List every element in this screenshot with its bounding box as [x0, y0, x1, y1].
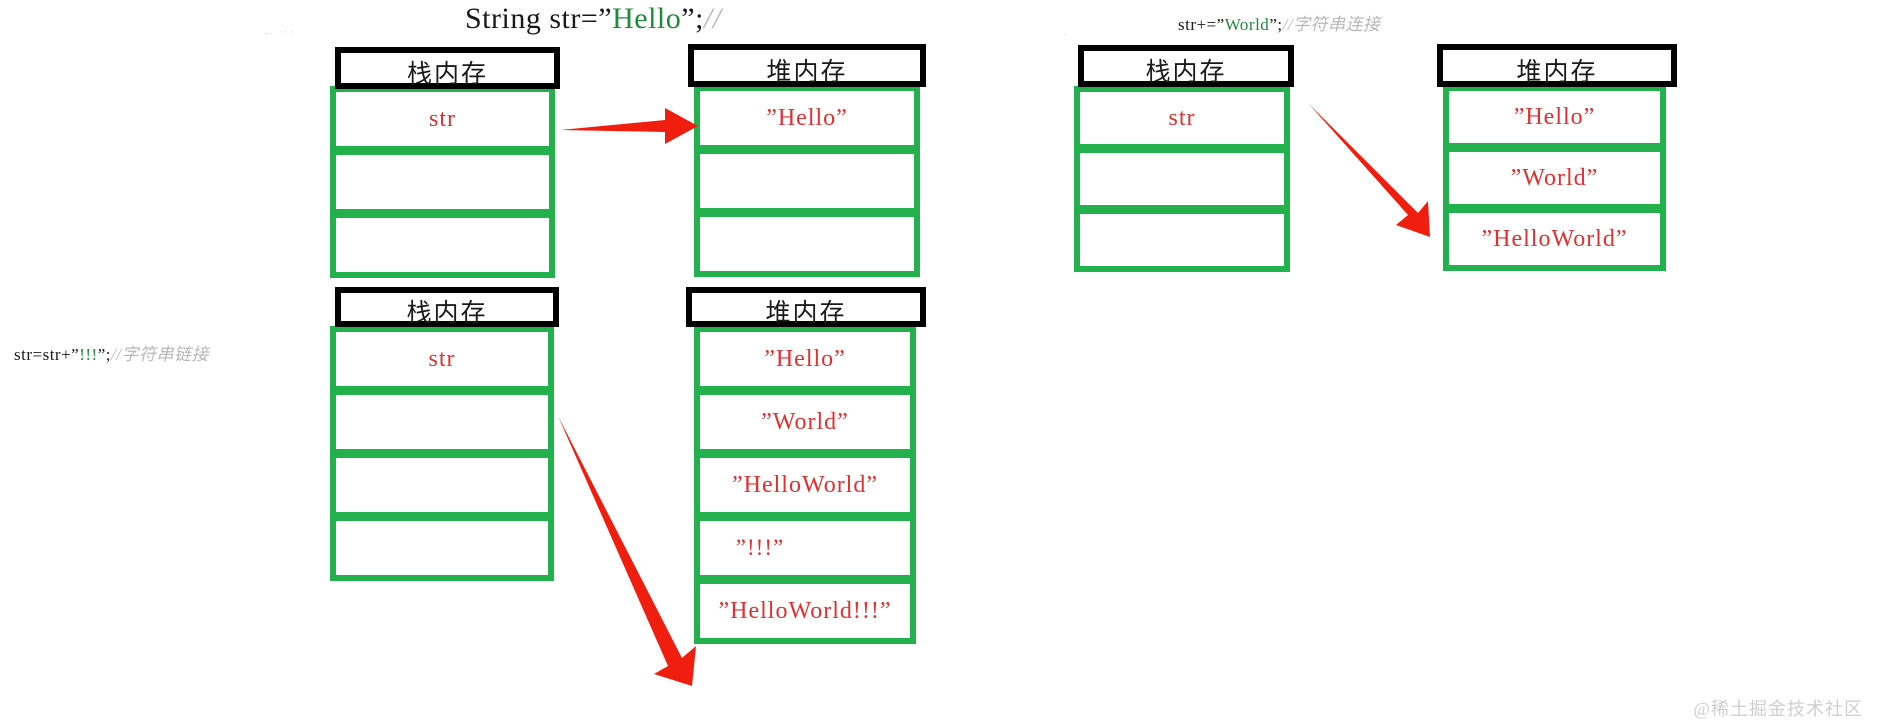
concat-comment: //字符串链接 — [111, 345, 209, 364]
code-label-append: str+=”World”;//字符串连接 — [1178, 10, 1381, 35]
stack-cell — [1074, 208, 1290, 272]
heap-cells-step3: ”Hello” ”World” ”HelloWorld” ”!!!” ”Hell… — [694, 326, 916, 644]
heap-cell — [694, 148, 920, 214]
concat-literal: !!! — [79, 345, 98, 364]
heap-header-step3: 堆内存 — [686, 287, 926, 327]
heap-cell: ”Hello” — [1443, 85, 1666, 149]
append-suffix: ”; — [1269, 15, 1283, 34]
heap-header-label: 堆内存 — [766, 58, 848, 86]
stack-header-label: 栈内存 — [406, 300, 488, 327]
heap-cell-value: ”Hello” — [764, 345, 846, 372]
append-comment: //字符串连接 — [1282, 15, 1381, 34]
heap-header-label: 堆内存 — [765, 300, 847, 327]
stack-cell-value: str — [428, 345, 456, 372]
heap-cell-value: ”World” — [761, 408, 849, 435]
heap-cell-value: ”Hello” — [1513, 103, 1596, 130]
arrow-step1-stack-to-heap — [560, 108, 698, 144]
stack-cells-step2: str — [1074, 86, 1290, 272]
heap-cell-value: ”World” — [1510, 164, 1599, 191]
stray-pencil-artifact: ← ·· · — [262, 24, 295, 39]
heap-cell: ”Hello” — [694, 326, 916, 392]
heap-cell: ”World” — [1443, 146, 1666, 210]
stack-cell-value: str — [1168, 104, 1196, 131]
arrow-step2-stack-to-heap — [1308, 103, 1430, 237]
stack-header-step3: 栈内存 — [335, 287, 559, 327]
stack-cell — [330, 212, 555, 278]
concat-suffix: ”; — [97, 345, 111, 364]
decl-suffix: ”; — [681, 2, 704, 35]
heap-cell: ”HelloWorld” — [694, 452, 916, 518]
stack-cell: str — [330, 86, 555, 152]
heap-cell — [694, 211, 920, 277]
heap-header-step2: 堆内存 — [1437, 44, 1677, 87]
arrow-step3-stack-to-heap — [558, 416, 696, 686]
stack-cell — [330, 452, 554, 518]
heap-cells-step1: ”Hello” — [694, 85, 920, 277]
stack-cell-value: str — [429, 105, 456, 132]
watermark: @稀土掘金技术社区 — [1693, 699, 1863, 719]
stack-cell — [330, 389, 554, 455]
heap-cells-step2: ”Hello” ”World” ”HelloWorld” — [1443, 85, 1666, 271]
append-literal: World — [1224, 15, 1270, 34]
stack-cells-step1: str — [330, 86, 555, 278]
heap-cell-value: ”HelloWorld” — [731, 471, 878, 498]
heap-header-label: 堆内存 — [1516, 58, 1598, 86]
stack-cell: str — [1074, 86, 1290, 150]
stack-cell — [330, 149, 555, 215]
heap-cell: ”!!!” — [694, 515, 916, 581]
heap-cell-value: ”Hello” — [766, 104, 848, 131]
stack-header-step1: 栈内存 — [335, 47, 560, 89]
stack-header-label: 栈内存 — [1145, 59, 1227, 86]
stack-header-label: 栈内存 — [406, 61, 488, 88]
decl-comment: // — [703, 2, 722, 35]
decl-literal: Hello — [612, 2, 682, 35]
stack-cell — [1074, 147, 1290, 211]
heap-cell-value: ”HelloWorld!!!” — [718, 597, 892, 624]
heap-header-step1: 堆内存 — [688, 44, 926, 87]
stack-header-step2: 栈内存 — [1078, 45, 1294, 87]
concat-prefix: str=str+” — [14, 345, 80, 364]
stray-pencil-artifact-2: · — [1063, 28, 1067, 42]
heap-cell-value: ”HelloWorld” — [1481, 225, 1628, 252]
heap-cell: ”World” — [694, 389, 916, 455]
code-label-concat: str=str+”!!!”;//字符串链接 — [14, 340, 209, 365]
stack-cells-step3: str — [330, 326, 554, 581]
heap-cell: ”HelloWorld” — [1443, 207, 1666, 271]
heap-cell-value: ”!!!” — [735, 535, 785, 560]
stack-cell — [330, 515, 554, 581]
heap-cell: ”HelloWorld!!!” — [694, 578, 916, 644]
code-label-declaration: String str=”Hello”;// — [465, 2, 722, 36]
append-prefix: str+=” — [1178, 15, 1225, 34]
heap-cell: ”Hello” — [694, 85, 920, 151]
decl-prefix: String str=” — [465, 2, 613, 35]
stack-cell: str — [330, 326, 554, 392]
